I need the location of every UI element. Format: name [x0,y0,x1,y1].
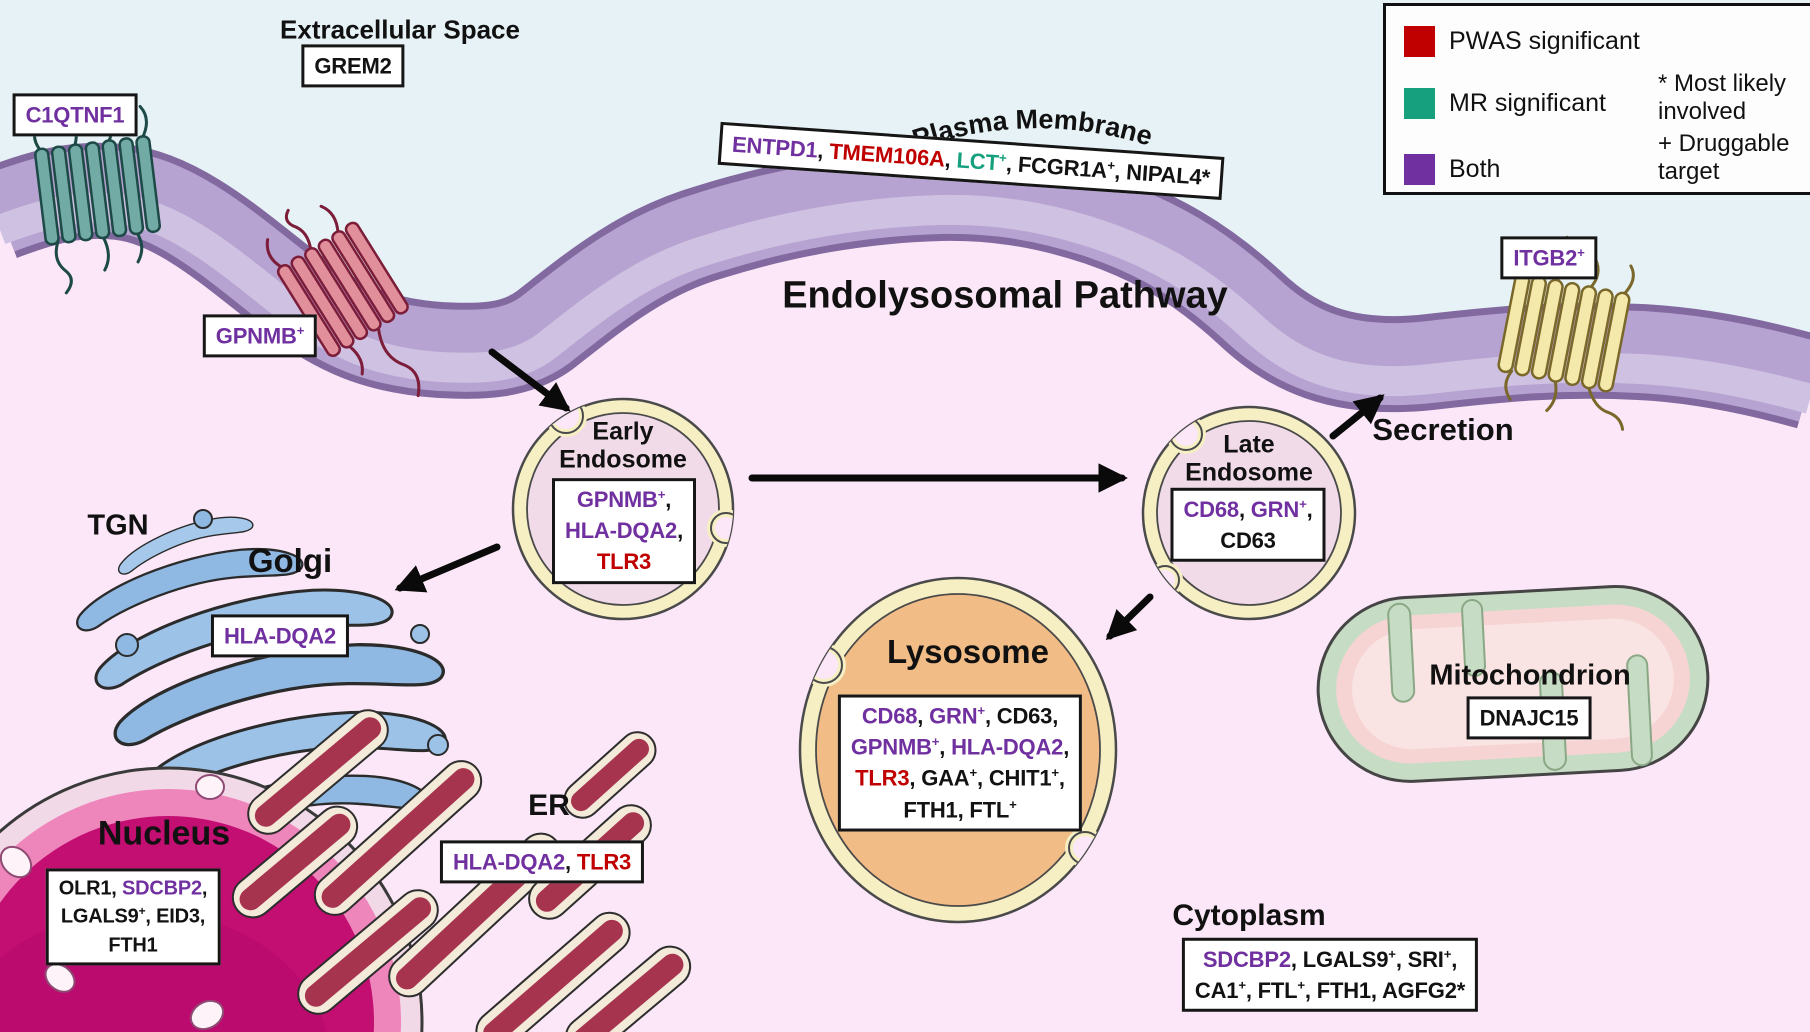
gene-lct: LCT+ [955,147,1008,176]
gene-itgb2: ITGB2+ [1513,245,1585,271]
cytoplasm-label: Cytoplasm [1172,899,1326,932]
gene-cd63: CD63 [996,703,1053,729]
legend-row-pwas: PWAS significant [1404,26,1640,57]
er-genes-box: HLA-DQA2, TLR3 [439,840,645,884]
early-endosome-genes-box: GPNMB+,HLA-DQA2,TLR3 [552,478,696,584]
nucleus-genes-box: OLR1, SDCBP2,LGALS9+, EID3,FTH1 [45,868,221,966]
arrow-late-endosome-to-secretion [1329,394,1385,440]
gene-eid3: EID3 [156,905,200,928]
gene-gpnmb: GPNMB+ [850,734,940,760]
gene-fcgr1a: FCGR1A+ [1017,151,1116,183]
secretion-label: Secretion [1372,412,1514,447]
er-label: ER [528,789,570,822]
gpnmb-box: GPNMB+ [202,314,318,358]
gene-ca1: CA1+ [1194,977,1246,1003]
gene-tmem106a: TMEM106A [828,138,946,172]
nucleus-label: Nucleus [97,814,231,853]
legend-row-both: Both [1404,154,1500,185]
gene-gpnmb: GPNMB+ [576,486,666,513]
arrow-late-endosome-to-lysosome [1105,593,1154,641]
plasma-membrane-shape [0,142,1810,429]
gene-dnajc15: DNAJC15 [1479,705,1579,731]
legend-note-druggable: + Druggable target [1658,130,1790,186]
gene-lgals9: LGALS9+ [1302,946,1396,972]
legend-label-pwas: PWAS significant [1449,27,1640,55]
extracellular-space-label: Extracellular Space [280,14,520,45]
gene-entpd1: ENTPD1 [731,131,819,163]
gene-hladqa2: HLA-DQA2 [951,734,1064,760]
gene-tlr3: TLR3 [576,849,632,875]
gene-grem2: GREM2 [314,53,392,79]
itgb2-box: ITGB2+ [1500,236,1598,280]
gene-tlr3: TLR3 [855,766,910,791]
early-endosome-label: Early Endosome [559,417,687,473]
mr-swatch [1404,88,1435,119]
gene-grn: GRN+ [1250,496,1307,522]
gene-sri: SRI+ [1407,946,1452,972]
late-endosome-genes-box: CD68, GRN+,CD63 [1170,487,1326,563]
gene-lgals9: LGALS9+ [60,904,146,928]
itgb2-protein-shape [1497,235,1635,431]
gene-hladqa2: HLA-DQA2 [452,849,566,875]
pathway-title: Endolysosomal Pathway [782,274,1228,317]
gene-nipal4: NIPAL4* [1125,159,1211,191]
golgi-label: Golgi [247,542,333,579]
legend: PWAS significant MR significant Both * M… [1383,3,1810,195]
gene-fth1: FTH1 [1316,978,1371,1003]
legend-label-both: Both [1449,155,1501,183]
gene-cd68: CD68 [861,703,918,729]
gene-sdcbp2: SDCBP2 [121,877,202,900]
arrow-membrane-to-early-endosome [488,348,571,412]
golgi-shape [67,503,449,842]
gene-cd63: CD63 [1220,528,1276,553]
dnajc15-box: DNAJC15 [1466,696,1592,740]
gene-olr1: OLR1 [58,877,112,900]
gene-hladqa2: HLA-DQA2 [565,518,678,544]
gene-c1qtnf1: C1QTNF1 [25,102,125,128]
gene-sdcbp2: SDCBP2 [1202,946,1291,972]
gene-tlr3: TLR3 [596,549,652,575]
gene-cd68: CD68 [1183,496,1239,522]
cytoplasm-genes-box: SDCBP2, LGALS9+, SRI+,CA1+, FTL+, FTH1, … [1181,937,1479,1013]
legend-row-mr: MR significant [1404,88,1606,119]
gene-gaa: GAA+ [921,765,978,791]
mitochondrion-shape [1316,585,1710,783]
late-endosome-label: Late Endosome [1185,430,1313,486]
lysosome-genes-box: CD68, GRN+, CD63,GPNMB+, HLA-DQA2,TLR3, … [837,694,1083,832]
tgn-label: TGN [87,509,149,542]
gene-fth1: FTH1 [108,934,158,957]
pwas-swatch [1404,26,1435,57]
golgi-genes-box: HLA-DQA2 [210,614,350,658]
arrow-early-endosome-to-golgi [394,543,501,593]
both-swatch [1404,154,1435,185]
gene-hladqa2: HLA-DQA2 [223,623,337,649]
legend-label-mr: MR significant [1449,89,1606,117]
gene-grn: GRN+ [929,703,985,729]
gene-agfg2: AGFG2* [1381,978,1466,1003]
c1qtnf1-box: C1QTNF1 [12,93,138,137]
gene-chit1: CHIT1+ [988,765,1059,791]
grem2-box: GREM2 [301,44,405,88]
gene-ftl: FTL+ [969,796,1017,823]
mitochondrion-label: Mitochondrion [1429,659,1631,692]
gene-ftl: FTL+ [1257,977,1305,1003]
gpnmb-protein-shape [265,204,421,398]
gene-fth1: FTH1 [903,797,958,823]
lysosome-label: Lysosome [886,633,1050,670]
gene-gpnmb: GPNMB+ [215,323,305,349]
legend-note-most-likely: * Most likely involved [1658,70,1787,126]
